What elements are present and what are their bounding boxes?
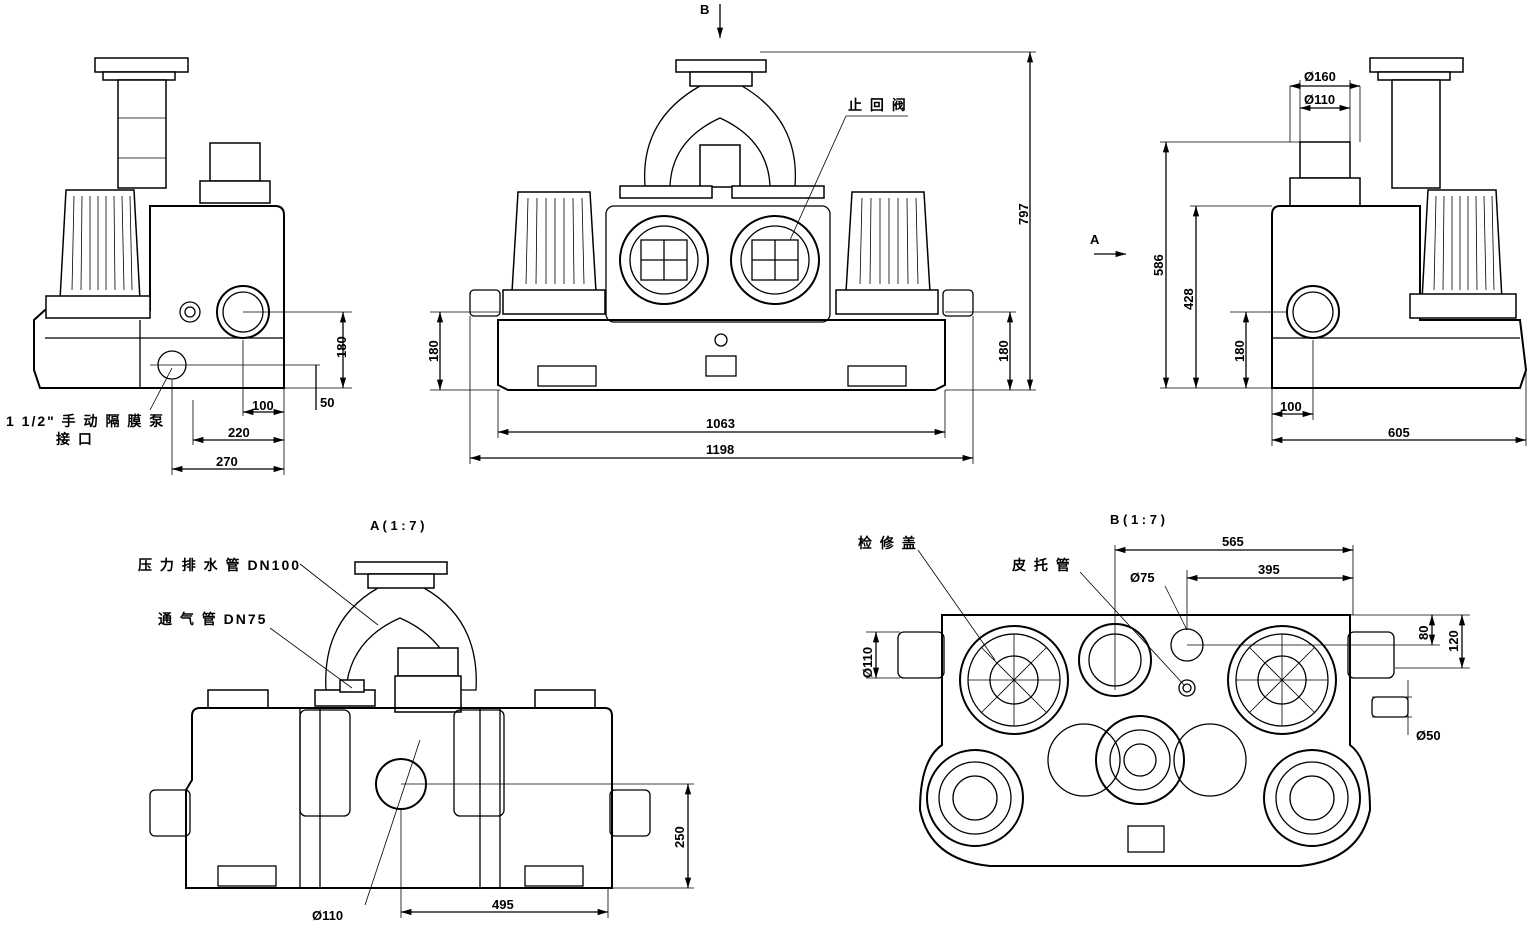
dim-80: 80 (1416, 626, 1431, 640)
dim-d110-right: Ø110 (1304, 92, 1335, 107)
view-a-marker: A (1090, 232, 1100, 247)
dim-50-left: 50 (320, 395, 334, 410)
dim-180-front-right: 180 (996, 340, 1011, 362)
dim-605: 605 (1388, 425, 1410, 440)
view-b-marker: B (700, 2, 709, 17)
dim-250: 250 (672, 826, 687, 848)
dim-120: 120 (1446, 630, 1461, 652)
view-b-title: B ( 1 : 7 ) (1110, 512, 1165, 527)
dim-270-left: 270 (216, 454, 238, 469)
diaphragm-pump-callout-2: 接 口 (56, 431, 94, 447)
dim-495: 495 (492, 897, 514, 912)
pressure-pipe-label: 压 力 排 水 管 DN100 (138, 557, 301, 573)
dim-d75: Ø75 (1130, 570, 1155, 585)
dim-586: 586 (1151, 254, 1166, 276)
pitot-tube-label: 皮 托 管 (1011, 557, 1072, 573)
dim-100-left: 100 (252, 398, 274, 413)
dim-797: 797 (1016, 203, 1031, 225)
inspection-cover-label: 检 修 盖 (858, 535, 918, 551)
view-b: B ( 1 : 7 ) (858, 512, 1470, 867)
check-valve-label: 止 回 阀 (848, 97, 908, 113)
dim-180-left: 180 (334, 336, 349, 358)
right-side-view: A Ø160 Ø110 (1090, 57, 1528, 446)
diaphragm-pump-callout: 1 1/2" 手 动 隔 膜 泵 (6, 413, 165, 429)
dim-d110-view-b: Ø110 (860, 647, 875, 678)
dim-180-right: 180 (1232, 340, 1247, 362)
view-a: A ( 1 : 7 ) 压 力 排 水 管 DN100 通 气 管 DN75 (138, 518, 694, 923)
dim-100-right: 100 (1280, 399, 1302, 414)
dim-180-front-left: 180 (426, 340, 441, 362)
dim-565: 565 (1222, 534, 1244, 549)
dim-d50: Ø50 (1416, 728, 1441, 743)
dim-428: 428 (1181, 288, 1196, 310)
dim-220-left: 220 (228, 425, 250, 440)
vent-pipe-label: 通 气 管 DN75 (158, 611, 267, 627)
front-view: B (426, 2, 1036, 464)
dim-1063: 1063 (706, 416, 735, 431)
view-a-title: A ( 1 : 7 ) (370, 518, 424, 533)
left-side-view: 180 100 50 220 270 1 1/2" 手 动 隔 膜 泵 接 口 (6, 57, 352, 475)
dim-d160: Ø160 (1304, 69, 1336, 84)
dim-395: 395 (1258, 562, 1280, 577)
dim-1198: 1198 (706, 442, 734, 457)
dim-d110-view-a: Ø110 (312, 908, 343, 923)
